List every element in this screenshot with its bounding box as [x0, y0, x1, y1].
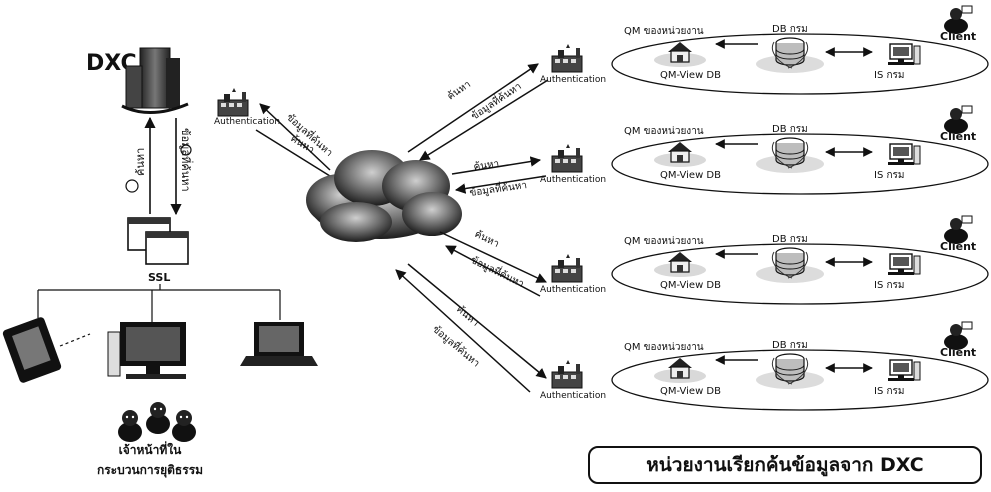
qm-server-icon [654, 358, 706, 383]
db-label: DB กรม [772, 340, 808, 351]
link-label-search: ค้นหา [473, 228, 501, 250]
authentication-label: Authentication [540, 285, 606, 295]
users-label-line2: กระบวนการยุติธรรม [97, 463, 203, 478]
authentication-icon [552, 360, 582, 388]
qm-view-label: QM-View DB [660, 280, 721, 291]
mobile-device-icon [2, 316, 90, 384]
is-computer-icon [888, 360, 920, 381]
is-computer-icon [888, 44, 920, 65]
is-label: IS กรม [874, 280, 905, 291]
qm-label: QM ของหน่วยงาน [624, 26, 704, 37]
database-icon [756, 38, 824, 73]
qm-server-icon [654, 252, 706, 277]
db-label: DB กรม [772, 24, 808, 35]
qm-label: QM ของหน่วยงาน [624, 236, 704, 247]
link-label-search: ค้นหา [445, 78, 473, 102]
authentication-label: Authentication [540, 175, 606, 185]
qm-view-label: QM-View DB [660, 386, 721, 397]
device-connector [38, 284, 280, 322]
arrow-up-label: ค้นหา [134, 148, 147, 176]
authentication-label: Authentication [540, 391, 606, 401]
database-icon [756, 248, 824, 283]
users-label-line1: เจ้าหน้าที่ใน [119, 441, 182, 457]
internet-cloud-icon [306, 150, 462, 242]
is-computer-icon [888, 254, 920, 275]
db-label: DB กรม [772, 124, 808, 135]
authentication-label: Authentication [214, 117, 280, 127]
is-label: IS กรม [874, 386, 905, 397]
database-icon [756, 138, 824, 173]
authentication-icon [552, 44, 582, 72]
client-label: Client [940, 30, 976, 43]
client-label: Client [940, 130, 976, 143]
database-icon [756, 354, 824, 389]
authentication-icon [552, 144, 582, 172]
client-label: Client [940, 240, 976, 253]
authentication-icon [552, 254, 582, 282]
qm-label: QM ของหน่วยงาน [624, 126, 704, 137]
is-computer-icon [888, 144, 920, 165]
desktop-computer-icon [108, 322, 186, 379]
client-label: Client [940, 346, 976, 359]
link-label-search: ค้นหา [454, 303, 481, 329]
is-label: IS กรม [874, 70, 905, 81]
officers-icon [118, 402, 196, 442]
qm-server-icon [654, 142, 706, 167]
arrow-down-label: ข้อมูลที่ค้นหา [179, 128, 194, 192]
caption-box: หน่วยงานเรียกค้นข้อมูลจาก DXC [588, 446, 982, 484]
laptop-icon [240, 322, 318, 366]
qm-view-label: QM-View DB [660, 170, 721, 181]
agencies-group: Authentication QM ของหน่วยงาน QM-View DB DB… [430, 6, 988, 410]
qm-view-label: QM-View DB [660, 70, 721, 81]
authentication-label: Authentication [540, 75, 606, 85]
link-label-result: ข้อมูลที่ค้นหา [430, 322, 483, 370]
is-label: IS กรม [874, 170, 905, 181]
qm-server-icon [654, 42, 706, 67]
authentication-icon [218, 88, 248, 116]
db-label: DB กรม [772, 234, 808, 245]
qm-label: QM ของหน่วยงาน [624, 342, 704, 353]
ssl-window-icon [128, 218, 188, 264]
ssl-label: SSL [148, 271, 170, 284]
